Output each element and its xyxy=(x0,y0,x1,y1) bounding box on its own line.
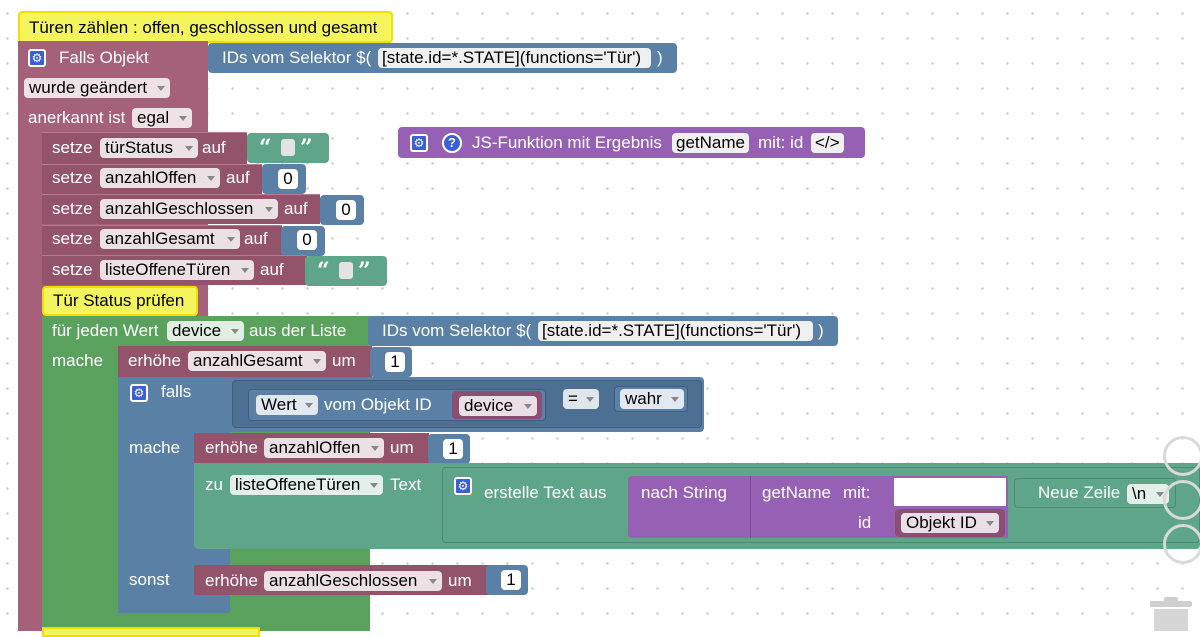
set-var-1[interactable]: türStatus xyxy=(100,138,198,158)
create-settings-gear-icon[interactable]: ⚙ xyxy=(454,477,472,495)
set-kw-1: setze xyxy=(52,138,93,157)
else-label: sonst xyxy=(129,570,170,589)
selector-close: ) xyxy=(657,48,663,67)
num-field-2[interactable]: 0 xyxy=(278,169,298,189)
inc-total-var[interactable]: anzahlGesamt xyxy=(188,351,326,371)
getname-label: getName xyxy=(762,483,831,502)
inc-closed-by: um xyxy=(448,571,472,590)
selector-label: IDs vom Selektor $( xyxy=(222,48,372,67)
append-var-dropdown[interactable]: listeOffeneTüren xyxy=(230,475,383,495)
js-function-block[interactable] xyxy=(398,127,865,158)
trigger-header xyxy=(18,41,208,75)
inc-closed-var[interactable]: anzahlGeschlossen xyxy=(264,571,442,591)
operator-dropdown[interactable]: = xyxy=(563,389,599,409)
ack-dropdown[interactable]: egal xyxy=(132,108,192,128)
inc-open-by: um xyxy=(390,438,414,457)
loop-selector-input[interactable]: [state.id=*.STATE](functions='Tür') xyxy=(538,321,813,341)
set-kw-2: setze xyxy=(52,168,93,187)
js-function-name[interactable]: getName xyxy=(672,133,749,153)
js-code-button[interactable]: </> xyxy=(811,133,844,153)
inc-total-kw: erhöhe xyxy=(128,351,181,370)
recenter-icon[interactable] xyxy=(1163,436,1200,476)
inc-open-num[interactable]: 1 xyxy=(443,439,463,459)
set-auf-3: auf xyxy=(284,199,308,218)
newline-dropdown[interactable]: \n xyxy=(1127,484,1169,504)
changed-dropdown[interactable]: wurde geändert xyxy=(24,78,170,98)
string-field-1[interactable] xyxy=(281,139,295,156)
if-settings-gear-icon[interactable]: ⚙ xyxy=(130,384,148,402)
help-icon[interactable]: ? xyxy=(442,133,462,153)
num-field-3[interactable]: 0 xyxy=(336,200,356,220)
inc-total-num[interactable]: 1 xyxy=(385,352,405,372)
set-kw-3: setze xyxy=(52,199,93,218)
inc-open-kw: erhöhe xyxy=(205,438,258,457)
comment-check[interactable]: Tür Status prüfen xyxy=(42,286,198,316)
zoom-in-icon[interactable] xyxy=(1163,480,1200,520)
trash-icon[interactable] xyxy=(1146,597,1196,631)
device-var-dropdown[interactable]: device xyxy=(459,396,537,416)
loop-selector-close: ) xyxy=(818,321,824,340)
of-object-label: vom Objekt ID xyxy=(324,395,432,414)
loop-selector-label: IDs vom Selektor $( xyxy=(382,321,532,340)
set-var-2[interactable]: anzahlOffen xyxy=(100,168,220,188)
js-function-mit: mit: id xyxy=(758,133,804,152)
to-string-label: nach String xyxy=(641,483,727,502)
getname-mit: mit: xyxy=(843,483,871,502)
inc-total-by: um xyxy=(332,351,356,370)
js-function-label: JS-Funktion mit Ergebnis xyxy=(472,133,662,152)
inc-closed-kw: erhöhe xyxy=(205,571,258,590)
num-field-4[interactable]: 0 xyxy=(297,230,317,250)
loop-label: für jeden Wert xyxy=(52,321,159,340)
set-auf-5: auf xyxy=(260,260,284,279)
if-label: falls xyxy=(161,382,192,401)
value-type-dropdown[interactable]: Wert xyxy=(256,395,318,415)
close-quote-icon-5: ” xyxy=(358,258,371,284)
trigger-label: Falls Objekt xyxy=(59,48,149,67)
loop-from: aus der Liste xyxy=(249,321,347,340)
selector-input[interactable]: [state.id=*.STATE](functions='Tür') xyxy=(378,48,651,68)
js-settings-gear-icon[interactable]: ⚙ xyxy=(410,134,428,152)
zoom-out-icon[interactable] xyxy=(1163,524,1200,564)
if-do-label: mache xyxy=(129,438,181,457)
set-var-3[interactable]: anzahlGeschlossen xyxy=(100,199,278,219)
getname-id-label: id xyxy=(858,513,872,532)
set-kw-5: setze xyxy=(52,260,93,279)
set-auf-2: auf xyxy=(226,168,250,187)
set-var-5[interactable]: listeOffeneTüren xyxy=(100,260,254,280)
append-text-label: Text xyxy=(390,475,422,494)
close-quote-icon: ” xyxy=(300,135,313,161)
set-var-4[interactable]: anzahlGesamt xyxy=(100,229,240,249)
ack-label: anerkannt ist xyxy=(28,108,126,127)
loop-do-label: mache xyxy=(52,351,104,370)
bool-dropdown[interactable]: wahr xyxy=(620,389,684,409)
open-quote-icon-5: “ xyxy=(317,258,330,284)
getname-slot xyxy=(894,478,1006,506)
comment-check-text: Tür Status prüfen xyxy=(53,291,185,310)
string-field-5[interactable] xyxy=(339,262,353,279)
comment-bottom[interactable] xyxy=(42,627,260,637)
newline-label: Neue Zeile xyxy=(1038,483,1121,502)
set-auf-4: auf xyxy=(244,229,268,248)
set-auf-1: auf xyxy=(202,138,226,157)
create-text-label: erstelle Text aus xyxy=(484,483,607,502)
objid-dropdown[interactable]: Objekt ID xyxy=(901,513,999,533)
loop-var-dropdown[interactable]: device xyxy=(167,321,244,341)
inc-open-var[interactable]: anzahlOffen xyxy=(264,438,384,458)
append-zu: zu xyxy=(205,475,223,494)
inc-closed-num[interactable]: 1 xyxy=(501,570,521,590)
open-quote-icon: “ xyxy=(259,135,272,161)
set-kw-4: setze xyxy=(52,229,93,248)
settings-gear-icon[interactable]: ⚙ xyxy=(28,49,46,67)
comment-title[interactable]: Türen zählen : offen, geschlossen und ge… xyxy=(18,11,393,43)
comment-title-text: Türen zählen : offen, geschlossen und ge… xyxy=(29,18,378,37)
